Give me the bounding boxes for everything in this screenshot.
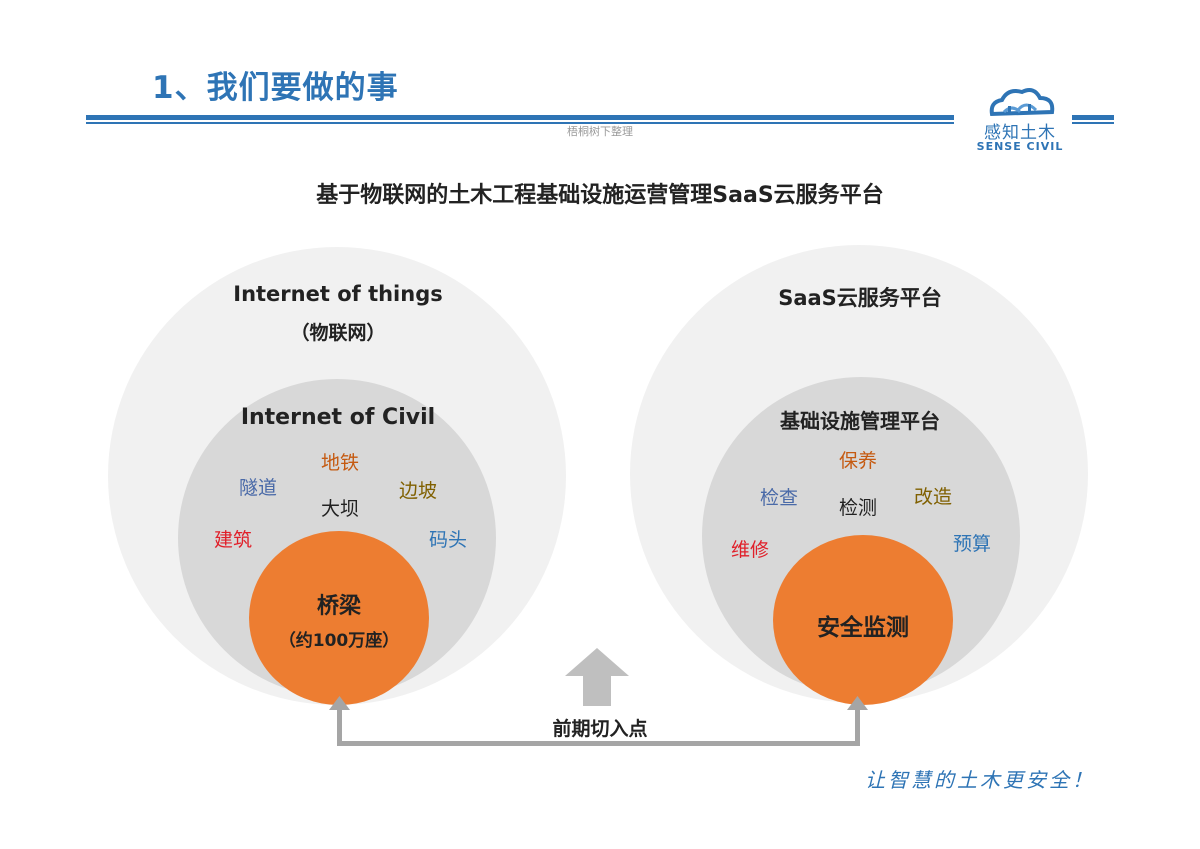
right-keyword-2: 检查 bbox=[759, 487, 798, 509]
header-rule-thin-right bbox=[1072, 122, 1114, 124]
cloud-logo-icon bbox=[989, 88, 1055, 117]
page-title: 1、我们要做的事 bbox=[152, 70, 399, 106]
right-keyword-3: 改造 bbox=[913, 486, 952, 508]
right-core-label: 安全监测 bbox=[817, 615, 909, 641]
right-keyword-5: 维修 bbox=[730, 539, 769, 561]
right-outer-label: SaaS云服务平台 bbox=[778, 286, 942, 310]
right-keyword-4: 检测 bbox=[838, 497, 877, 519]
right-keyword-1: 保养 bbox=[838, 450, 877, 472]
left-keyword-3: 边坡 bbox=[398, 480, 437, 502]
arrowhead-up-left-icon bbox=[329, 696, 350, 710]
left-keyword-1: 地铁 bbox=[320, 452, 359, 474]
diagram-subtitle: 基于物联网的土木工程基础设施运营管理SaaS云服务平台 bbox=[316, 183, 884, 208]
right-inner-label: 基础设施管理平台 bbox=[780, 409, 940, 433]
left-core-circle bbox=[249, 531, 429, 705]
left-keyword-6: 码头 bbox=[428, 529, 467, 551]
right-core-circle bbox=[773, 535, 953, 705]
left-inner-label: Internet of Civil bbox=[240, 405, 436, 430]
up-arrow-icon bbox=[565, 648, 629, 706]
entry-point-label: 前期切入点 bbox=[552, 718, 648, 740]
header-rule-thin bbox=[86, 122, 954, 124]
left-outer-label-1: Internet of things bbox=[233, 282, 443, 306]
connector-right-vertical bbox=[855, 706, 860, 746]
header-rule-thick bbox=[86, 115, 954, 120]
left-keyword-2: 隧道 bbox=[238, 477, 277, 499]
left-keyword-4: 大坝 bbox=[320, 498, 359, 520]
connector-horizontal bbox=[337, 741, 860, 746]
left-outer-label-2: （物联网） bbox=[290, 322, 386, 344]
right-keyword-6: 预算 bbox=[952, 533, 991, 555]
watermark: 梧桐树下整理 bbox=[567, 125, 633, 138]
connector-left-vertical bbox=[337, 706, 342, 746]
logo-name-en: SENSE CIVIL bbox=[976, 140, 1064, 153]
slogan: 让智慧的土木更安全！ bbox=[865, 768, 1095, 792]
arrowhead-up-right-icon bbox=[847, 696, 868, 710]
left-core-label-1: 桥梁 bbox=[316, 594, 361, 619]
left-keyword-5: 建筑 bbox=[213, 529, 252, 551]
left-core-label-2: （约100万座） bbox=[278, 631, 400, 651]
header-rule-thick-right bbox=[1072, 115, 1114, 120]
logo-name-cn: 感知土木 bbox=[984, 123, 1056, 143]
